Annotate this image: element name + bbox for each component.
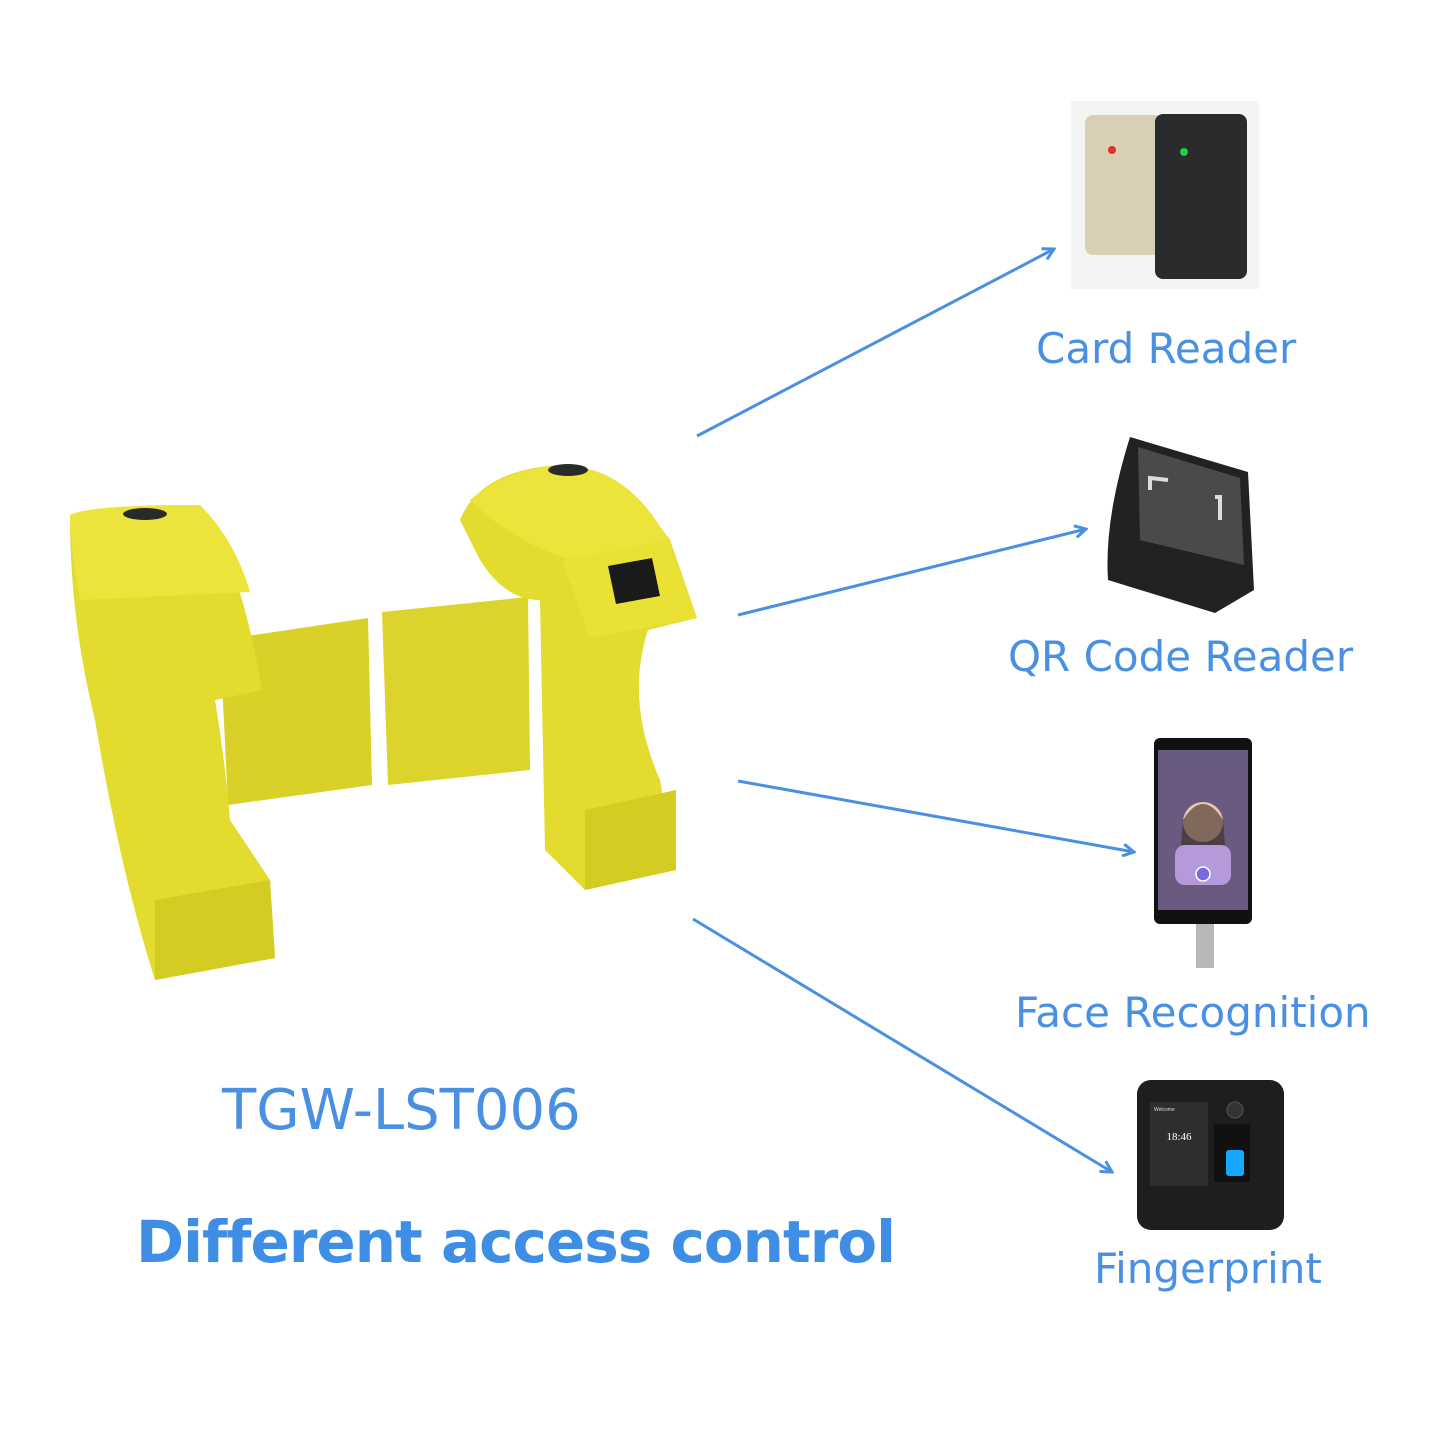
option-label-fingerprint: Fingerprint	[1094, 1244, 1322, 1293]
arrow-card-reader	[696, 249, 1054, 438]
arrow-face-recognition	[737, 779, 1134, 852]
headline: Different access control	[136, 1208, 896, 1276]
fingerprint-screen-time: 18:46	[1166, 1131, 1192, 1143]
option-label-card-reader: Card Reader	[1036, 324, 1297, 373]
arrows	[692, 249, 1134, 1172]
fingerprint-image: 18:46 Welcome	[1137, 1080, 1284, 1230]
card-badge	[608, 558, 660, 604]
option-label-face-recognition: Face Recognition	[1015, 988, 1371, 1037]
option-label-qr-reader: QR Code Reader	[1008, 632, 1354, 681]
card-reader-image	[1071, 101, 1259, 289]
arrow-fingerprint	[692, 917, 1112, 1172]
face-recognition-image	[1154, 738, 1252, 968]
arrow-qr-reader	[737, 529, 1086, 617]
turnstile-gate-image	[70, 464, 697, 980]
model-number: TGW-LST006	[222, 1078, 581, 1143]
qr-reader-image	[1107, 437, 1254, 613]
fingerprint-screen-greeting: Welcome	[1154, 1107, 1175, 1113]
